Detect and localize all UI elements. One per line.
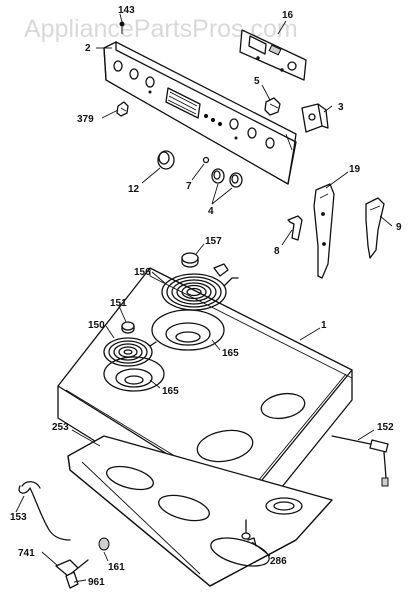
label-741: 741 — [18, 548, 35, 559]
label-19: 19 — [349, 164, 361, 175]
label-8: 8 — [274, 246, 280, 257]
label-157: 157 — [205, 236, 222, 247]
part-7-clip — [202, 156, 210, 164]
label-156: 156 — [134, 267, 151, 278]
label-253: 253 — [52, 422, 69, 433]
part-161-grommet — [98, 537, 110, 551]
label-961: 961 — [88, 577, 105, 588]
part-253-base-pan — [67, 435, 333, 587]
part-156-large-element — [161, 273, 239, 311]
label-152: 152 — [377, 422, 394, 433]
label-12: 12 — [128, 184, 140, 195]
label-2: 2 — [85, 43, 91, 54]
part-16-control-board — [239, 29, 307, 81]
part-153-wire — [18, 481, 71, 541]
label-4: 4 — [208, 206, 214, 217]
part-379-bracket — [116, 101, 129, 117]
part-157-receptacle — [181, 252, 229, 277]
label-9: 9 — [396, 222, 402, 233]
part-961-terminal — [65, 571, 79, 589]
part-3-infinite-switch — [301, 103, 329, 133]
label-379: 379 — [77, 114, 94, 125]
part-19-side-bracket — [313, 183, 335, 279]
part-165-drip-bowl-rear — [151, 309, 225, 351]
leader-lines — [15, 13, 393, 583]
part-5-switch — [264, 97, 281, 116]
label-153: 153 — [10, 512, 27, 523]
label-150: 150 — [88, 320, 105, 331]
part-741-connector — [55, 559, 89, 577]
label-165-rear: 165 — [222, 348, 239, 359]
label-3: 3 — [338, 102, 344, 113]
label-143: 143 — [118, 5, 135, 16]
label-161: 161 — [108, 562, 125, 573]
backsplash-panel — [103, 41, 297, 185]
label-286: 286 — [270, 556, 287, 567]
part-9-end-cap — [365, 197, 385, 259]
label-165-front: 165 — [162, 386, 179, 397]
label-151: 151 — [110, 298, 127, 309]
label-1: 1 — [321, 320, 327, 331]
part-4-knobs — [211, 168, 243, 188]
label-7: 7 — [186, 181, 192, 192]
label-5: 5 — [254, 76, 260, 87]
part-151-receptacle — [121, 321, 135, 334]
label-16: 16 — [282, 10, 294, 21]
part-150-small-element — [103, 337, 157, 367]
part-8-bracket — [287, 215, 303, 241]
part-12-knob — [157, 150, 175, 170]
part-152-rod — [331, 435, 389, 487]
part-286-screw — [241, 519, 257, 547]
